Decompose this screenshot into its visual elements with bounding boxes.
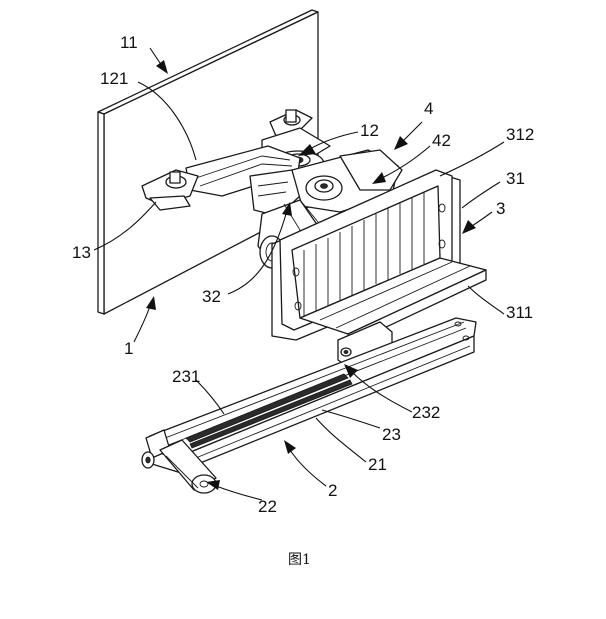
label-2: 2 — [328, 481, 337, 500]
label-13: 13 — [72, 243, 91, 262]
label-11: 11 — [120, 33, 138, 52]
slide-rail — [141, 317, 477, 494]
label-311: 311 — [506, 303, 533, 322]
label-42: 42 — [432, 131, 451, 150]
leader-lines — [93, 47, 505, 501]
label-4: 4 — [424, 99, 433, 118]
figure-caption: 图1 — [288, 552, 311, 568]
label-12: 12 — [360, 121, 379, 140]
label-32: 32 — [202, 287, 221, 306]
label-1: 1 — [124, 339, 133, 358]
label-22: 22 — [258, 497, 277, 516]
label-21: 21 — [368, 455, 387, 474]
label-312: 312 — [506, 125, 534, 144]
label-23: 23 — [382, 425, 401, 444]
label-231: 231 — [172, 367, 200, 386]
label-121: 121 — [100, 69, 128, 88]
reference-labels: 11 121 12 4 42 312 31 3 13 32 311 1 231 … — [72, 33, 534, 516]
label-232: 232 — [412, 403, 440, 422]
label-3: 3 — [496, 199, 505, 218]
label-31: 31 — [506, 169, 525, 188]
mounting-frame — [271, 169, 487, 383]
